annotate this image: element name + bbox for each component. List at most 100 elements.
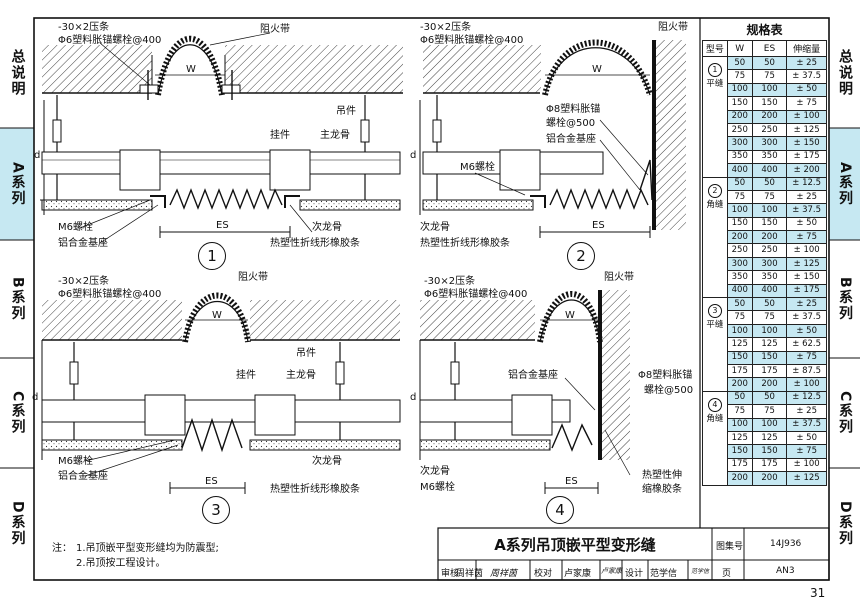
side-tab-a-series-right[interactable]: A系列 — [829, 128, 860, 240]
group-type: 平缝 — [706, 320, 724, 331]
group-number-circle: 3 — [707, 304, 722, 319]
spec-table-header: 型号 W ES 伸缩量 — [702, 40, 827, 57]
table-cell: 200 — [751, 109, 788, 124]
table-cell: 200 — [726, 109, 753, 124]
detail3-es-label: ES — [205, 476, 218, 487]
detail1-main-keel-label: 主龙骨 — [320, 130, 350, 141]
detail4-bolt-label: Φ6塑料胀锚螺栓@400 — [424, 289, 528, 300]
table-cell: 150 — [751, 96, 788, 111]
table-cell: 150 — [726, 216, 753, 232]
table-cell: 250 — [751, 122, 788, 138]
table-cell: ± 175 — [786, 149, 827, 165]
side-tab-general-right[interactable]: 总说明 — [837, 49, 853, 97]
detail1-fire-belt-label: 阻火带 — [260, 24, 290, 35]
group-number-circle: 2 — [707, 183, 722, 198]
side-tab-c-series-right[interactable]: C系列 — [837, 390, 853, 436]
table-cell: 100 — [726, 82, 753, 98]
detail1-hanger-label: 吊件 — [336, 106, 356, 117]
designer-name: 范学信 — [650, 569, 678, 579]
table-cell: 250 — [751, 243, 788, 258]
group-type: 角缝 — [706, 199, 724, 210]
table-cell: ± 12.5 — [786, 176, 827, 191]
detail4-strip-label: -30×2压条 — [424, 276, 476, 287]
side-tab-c-series[interactable]: C系列 — [9, 390, 26, 436]
side-tab-general[interactable]: 总说明 — [9, 49, 26, 97]
detail4-rubber-label-2: 缩橡胶条 — [642, 484, 682, 495]
detail-1-drawing — [40, 32, 403, 244]
table-cell: ± 62.5 — [786, 337, 827, 352]
designer-signature: 范学信 — [691, 568, 710, 575]
detail4-sub-keel-label: 次龙骨 — [420, 466, 450, 477]
table-cell: 100 — [726, 323, 753, 339]
table-cell: ± 125 — [786, 122, 827, 138]
table-cell: 150 — [751, 444, 788, 459]
table-cell: ± 175 — [786, 283, 827, 299]
detail3-fire-belt-label: 阻火带 — [238, 272, 268, 283]
table-cell: 400 — [726, 163, 753, 178]
detail4-anchor-label-1: Φ8塑料胀锚 — [638, 370, 693, 381]
table-cell: ± 25 — [786, 404, 827, 419]
check-label: 校对 — [534, 569, 553, 579]
table-cell: 400 — [751, 283, 788, 299]
table-cell: 250 — [726, 243, 753, 258]
table-cell: 50 — [726, 55, 753, 71]
table-cell: ± 150 — [786, 136, 827, 151]
detail4-fire-belt-label: 阻火带 — [604, 272, 634, 283]
side-tab-b-series-right[interactable]: B系列 — [837, 276, 853, 322]
group-number-circle: 4 — [707, 397, 722, 412]
detail4-es-label: ES — [565, 476, 578, 487]
detail3-hanger-label: 吊件 — [296, 348, 316, 359]
detail1-strip-label: -30×2压条 — [58, 22, 110, 33]
table-cell: 75 — [751, 404, 788, 419]
table-cell: ± 75 — [786, 350, 827, 365]
checker-signature: 卢家康 — [601, 567, 622, 575]
col-header-stretch: 伸缩量 — [786, 40, 827, 57]
table-cell: 100 — [751, 323, 788, 339]
table-cell: ± 37.5 — [786, 203, 827, 218]
table-cell: ± 25 — [786, 189, 827, 205]
table-cell: 175 — [751, 457, 788, 473]
side-tab-d-series[interactable]: D系列 — [9, 501, 26, 547]
detail1-es-label: ES — [216, 220, 229, 231]
col-header-w: W — [726, 40, 753, 57]
side-tab-b-series[interactable]: B系列 — [9, 276, 26, 322]
detail3-base-label: 铝合金基座 — [58, 471, 108, 482]
drawing-title: A系列吊顶嵌平型变形缝 — [494, 535, 656, 554]
detail2-base-label: 铝合金基座 — [546, 134, 596, 145]
detail-4-drawing — [419, 290, 631, 494]
detail1-rubber-label: 热塑性折线形橡胶条 — [270, 238, 360, 249]
table-cell: ± 25 — [786, 297, 827, 312]
table-cell: 300 — [751, 136, 788, 151]
table-cell: ± 12.5 — [786, 390, 827, 406]
table-cell: ± 37.5 — [786, 417, 827, 432]
table-cell: 50 — [751, 176, 788, 191]
detail1-sub-keel-label: 次龙骨 — [312, 222, 342, 233]
table-cell: 150 — [751, 216, 788, 232]
table-cell: 250 — [726, 122, 753, 138]
table-cell: 100 — [751, 82, 788, 98]
table-cell: 75 — [726, 310, 753, 325]
side-tab-a-series[interactable]: A系列 — [0, 128, 34, 240]
table-cell: ± 125 — [786, 256, 827, 272]
table-cell: 350 — [751, 149, 788, 165]
atlas-number: 14J936 — [770, 539, 802, 549]
page-label: 页 — [722, 569, 732, 579]
col-header-es: ES — [751, 40, 788, 57]
side-tab-d-series-right[interactable]: D系列 — [837, 501, 853, 547]
table-cell: 200 — [726, 377, 753, 392]
